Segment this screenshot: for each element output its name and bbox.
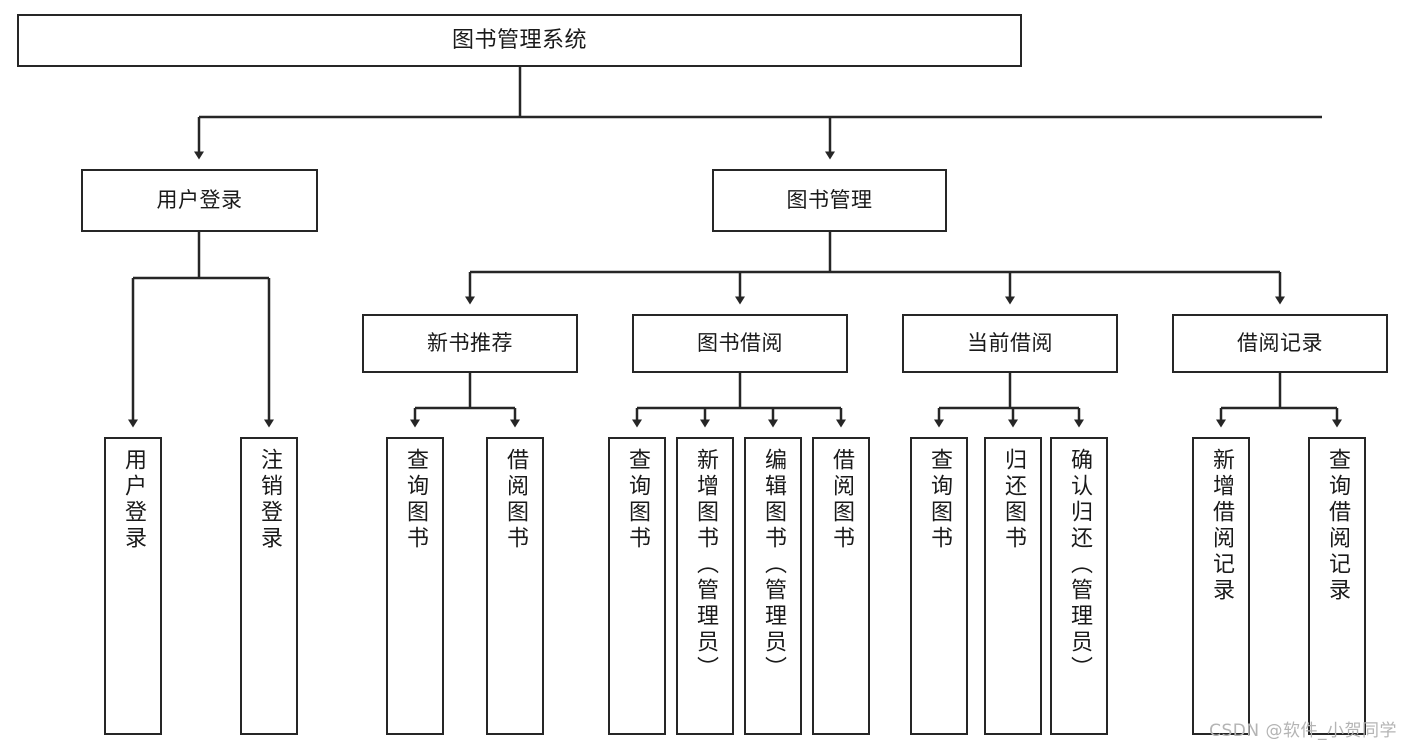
node-book-manage-label: 图书管理 [786,188,873,213]
node-leaf-query-record-label: 查询借阅记录 [1325,448,1350,604]
node-leaf-query-book-1-label: 查询图书 [403,448,428,552]
node-leaf-return-book[interactable]: 归还图书 [984,437,1042,735]
node-new-book-recommend-label: 新书推荐 [427,331,513,356]
node-leaf-add-book[interactable]: 新增图书（管理员） [676,437,734,735]
node-root-label: 图书管理系统 [451,27,587,53]
node-current-borrow[interactable]: 当前借阅 [902,314,1118,373]
node-leaf-borrow-book-2[interactable]: 借阅图书 [812,437,870,735]
node-leaf-user-logout[interactable]: 注销登录 [240,437,298,735]
node-book-borrow-label: 图书借阅 [697,331,783,356]
node-leaf-add-book-label: 新增图书（管理员） [693,448,718,682]
node-current-borrow-label: 当前借阅 [967,331,1053,356]
node-book-borrow[interactable]: 图书借阅 [632,314,848,373]
node-leaf-edit-book[interactable]: 编辑图书（管理员） [744,437,802,735]
node-leaf-user-login[interactable]: 用户登录 [104,437,162,735]
node-leaf-add-record[interactable]: 新增借阅记录 [1192,437,1250,735]
node-book-manage[interactable]: 图书管理 [712,169,947,232]
node-leaf-user-login-label: 用户登录 [121,448,146,552]
csdn-watermark: CSDN @软件_小贺同学 [1209,721,1397,741]
node-user-login-label: 用户登录 [156,188,243,213]
node-borrow-record[interactable]: 借阅记录 [1172,314,1388,373]
node-leaf-add-record-label: 新增借阅记录 [1209,448,1234,604]
node-leaf-borrow-book-1[interactable]: 借阅图书 [486,437,544,735]
node-leaf-confirm-return-label: 确认归还（管理员） [1067,448,1092,682]
node-leaf-user-logout-label: 注销登录 [257,448,282,552]
node-leaf-query-book-3-label: 查询图书 [927,448,952,552]
node-leaf-confirm-return[interactable]: 确认归还（管理员） [1050,437,1108,735]
node-leaf-query-book-2[interactable]: 查询图书 [608,437,666,735]
node-leaf-borrow-book-1-label: 借阅图书 [503,448,528,552]
node-user-login[interactable]: 用户登录 [81,169,318,232]
node-leaf-query-book-1[interactable]: 查询图书 [386,437,444,735]
node-leaf-edit-book-label: 编辑图书（管理员） [761,448,786,682]
node-leaf-query-book-2-label: 查询图书 [625,448,650,552]
node-root[interactable]: 图书管理系统 [17,14,1022,67]
node-leaf-borrow-book-2-label: 借阅图书 [829,448,854,552]
node-leaf-return-book-label: 归还图书 [1001,448,1026,552]
node-leaf-query-book-3[interactable]: 查询图书 [910,437,968,735]
node-leaf-query-record[interactable]: 查询借阅记录 [1308,437,1366,735]
node-borrow-record-label: 借阅记录 [1237,331,1323,356]
node-new-book-recommend[interactable]: 新书推荐 [362,314,578,373]
